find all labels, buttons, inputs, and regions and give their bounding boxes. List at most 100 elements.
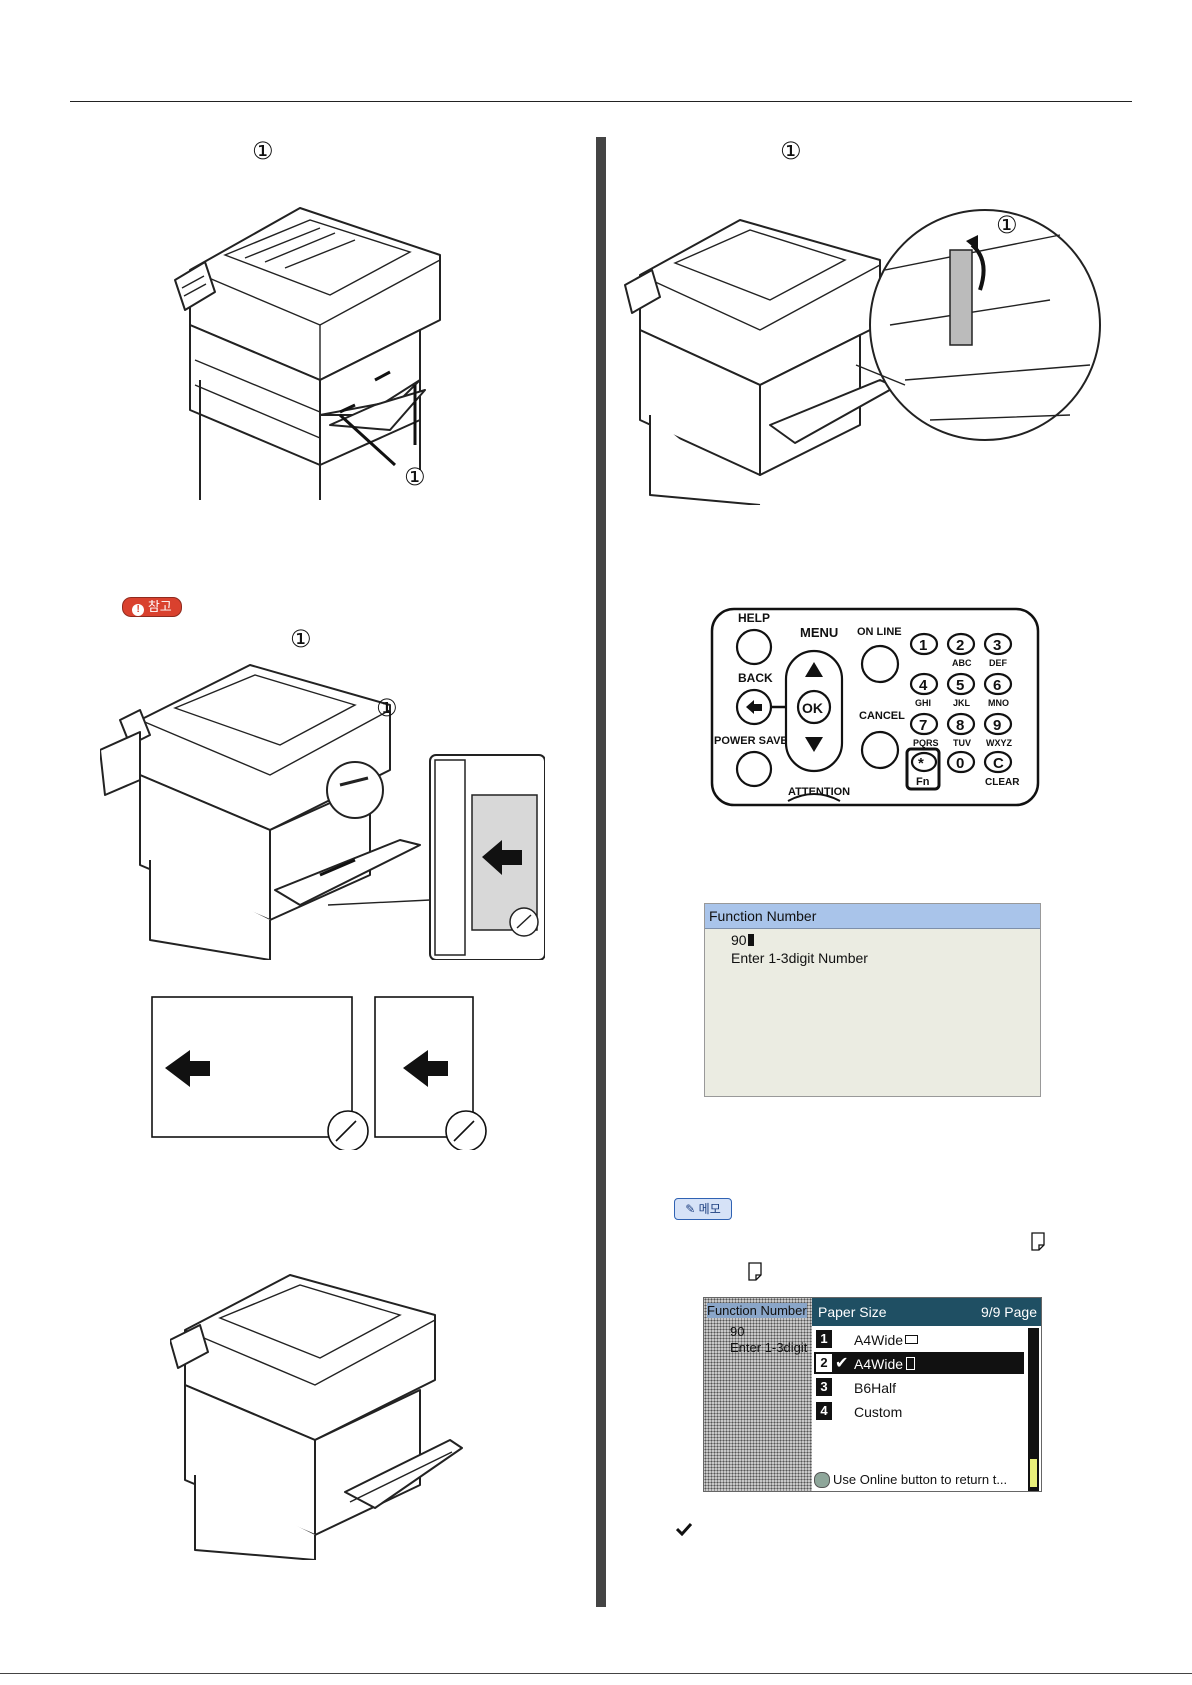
- page-indicator: 9/9 Page: [980, 1304, 1037, 1320]
- portrait-paper-icon: [1031, 1232, 1045, 1251]
- landscape-paper-icon: [905, 1335, 918, 1344]
- key-5-label: 5: [956, 677, 964, 694]
- key-6[interactable]: [983, 672, 1013, 696]
- footer-text: Use Online button to return t...: [833, 1472, 1008, 1487]
- help-button[interactable]: [735, 628, 773, 666]
- list-item[interactable]: 1 A4Wide: [814, 1328, 1024, 1350]
- illustration-callout: ①: [404, 463, 426, 491]
- key-9[interactable]: [983, 712, 1013, 736]
- asterisk-icon: *: [918, 755, 924, 772]
- portrait-paper-icon: [906, 1357, 915, 1370]
- lcd-hint: Enter 1-3digit Number: [731, 950, 868, 966]
- cancel-label: CANCEL: [859, 710, 905, 722]
- key-0-label: 0: [956, 755, 964, 772]
- key-2[interactable]: [946, 632, 976, 656]
- item-label: A4Wide: [854, 1356, 904, 1372]
- pencil-icon: ✎: [685, 1202, 696, 1216]
- key-5[interactable]: [946, 672, 976, 696]
- key-8-label: 8: [956, 717, 964, 734]
- key-4-label: 4: [919, 677, 928, 694]
- clear-key-label: C: [993, 755, 1004, 772]
- power-save-label: POWER SAVE: [714, 735, 788, 747]
- illustration-callout: ①: [376, 694, 398, 722]
- printer-loading-paper-illustration: [100, 664, 545, 960]
- item-number: 1: [816, 1330, 832, 1348]
- step-marker: ①: [780, 137, 802, 165]
- key-3-label: 3: [993, 637, 1001, 654]
- function-number-value[interactable]: 90: [731, 932, 747, 948]
- key-1[interactable]: [909, 632, 939, 656]
- menu-label: MENU: [800, 625, 838, 640]
- key-4-sublabel: GHI: [915, 698, 931, 708]
- key-7-sublabel: PQRS: [913, 738, 939, 748]
- key-6-label: 6: [993, 677, 1001, 694]
- item-number: 3: [816, 1378, 832, 1396]
- step-marker: ①: [252, 137, 274, 165]
- alert-icon: !: [132, 604, 145, 616]
- key-6-sublabel: MNO: [988, 698, 1009, 708]
- note-marker: ①: [290, 625, 312, 653]
- column-divider: [596, 137, 606, 1607]
- lcd-background-value: 90: [730, 1324, 745, 1339]
- item-label: B6Half: [854, 1380, 897, 1396]
- lcd-background-title: Function Number: [707, 1303, 807, 1318]
- item-number: 4: [816, 1402, 832, 1420]
- fn-key[interactable]: [910, 751, 938, 773]
- lcd-background-hint: Enter 1-3digit: [730, 1340, 808, 1355]
- list-item-selected[interactable]: 2 ✔ A4Wide: [814, 1352, 1024, 1374]
- down-arrow-icon[interactable]: [805, 737, 823, 752]
- key-3[interactable]: [983, 632, 1013, 656]
- ok-button[interactable]: [796, 689, 832, 725]
- key-9-label: 9: [993, 717, 1001, 734]
- item-label: Custom: [854, 1404, 903, 1420]
- power-save-button[interactable]: [735, 750, 773, 788]
- lcd-background-pane: Function Number 90 Enter 1-3digit: [704, 1298, 812, 1491]
- numeric-keypad: 1 2 ABC 3 DEF 4 GHI 5 JKL 6 MNO 7 PQRS 8…: [905, 632, 1020, 791]
- text-cursor: [747, 934, 754, 946]
- key-8-sublabel: TUV: [953, 738, 971, 748]
- paper-orientation-diagram: [151, 996, 487, 1150]
- key-3-sublabel: DEF: [989, 658, 1008, 668]
- on-line-button[interactable]: [860, 644, 900, 684]
- key-7[interactable]: [909, 712, 939, 736]
- back-arrow-icon: [746, 700, 762, 714]
- up-arrow-icon[interactable]: [805, 662, 823, 677]
- scrollbar-thumb[interactable]: [1030, 1459, 1037, 1487]
- key-8[interactable]: [946, 712, 976, 736]
- key-2-sublabel: ABC: [952, 658, 972, 668]
- help-label: HELP: [738, 611, 770, 625]
- key-2-label: 2: [956, 637, 964, 654]
- memo-badge: ✎ 메모: [674, 1198, 732, 1220]
- portrait-paper-icon: [748, 1262, 762, 1281]
- ok-label: OK: [802, 700, 823, 716]
- online-button-icon: [814, 1472, 830, 1488]
- key-4[interactable]: [909, 672, 939, 696]
- reference-label: 참고: [147, 599, 172, 614]
- on-line-label: ON LINE: [857, 626, 902, 638]
- footer-rule: [0, 1673, 1192, 1674]
- clear-key[interactable]: [983, 750, 1013, 774]
- key-1-label: 1: [919, 637, 927, 654]
- paper-size-header: Paper Size 9/9 Page: [812, 1298, 1041, 1326]
- fn-label: Fn: [916, 776, 930, 788]
- reference-badge: ! 참고: [122, 597, 182, 617]
- key-7-label: 7: [919, 717, 927, 734]
- lcd-title: Function Number: [709, 908, 817, 924]
- lcd-title-bar: Function Number: [705, 904, 1040, 929]
- checkmark-icon: [676, 1522, 692, 1536]
- lcd-function-number-screen: Function Number 90 Enter 1-3digit Number: [704, 903, 1041, 1097]
- list-item[interactable]: 3 B6Half: [814, 1376, 1024, 1398]
- item-label: A4Wide: [854, 1332, 904, 1348]
- header-rule: [70, 101, 1132, 102]
- printer-guide-lever-illustration: [624, 209, 1101, 505]
- list-item[interactable]: 4 Custom: [814, 1400, 1024, 1422]
- item-number: 2: [816, 1354, 832, 1372]
- checkmark-icon: ✔: [835, 1353, 849, 1372]
- lcd-scrollbar[interactable]: [1028, 1328, 1039, 1491]
- printer-mpt-guides-illustration: [174, 207, 441, 500]
- key-0[interactable]: [946, 750, 976, 774]
- paper-size-title: Paper Size: [818, 1304, 887, 1320]
- cancel-button[interactable]: [860, 730, 900, 770]
- lcd-footer: Use Online button to return t...: [812, 1470, 1027, 1490]
- operator-panel: HELP BACK POWER SAVE MENU OK ATTENTION O…: [710, 607, 1040, 807]
